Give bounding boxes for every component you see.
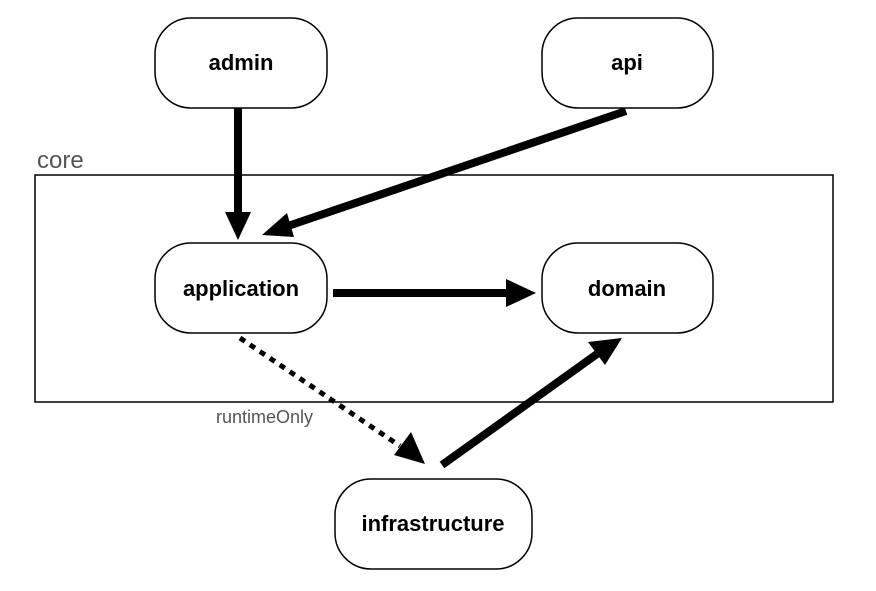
- edges: runtimeOnly: [216, 107, 628, 469]
- edge-application-to-infrastructure: runtimeOnly: [216, 335, 425, 464]
- edge-admin-to-application: [225, 108, 251, 240]
- node-application-box: [154, 242, 328, 334]
- node-infrastructure-label: infrastructure: [361, 511, 504, 536]
- edge-api-to-application: [262, 107, 628, 237]
- nodes: admin api application domain infrastruct…: [154, 17, 714, 570]
- edge-infrastructure-to-domain-line: [439, 350, 600, 469]
- node-application: application: [154, 242, 328, 334]
- node-domain-label: domain: [588, 276, 666, 301]
- node-api-label: api: [611, 50, 643, 75]
- node-admin: admin: [154, 17, 328, 109]
- node-admin-label: admin: [209, 50, 274, 75]
- edge-api-to-application-arrowhead: [262, 213, 294, 237]
- edge-admin-to-application-arrowhead: [225, 212, 251, 240]
- node-application-label: application: [183, 276, 299, 301]
- node-admin-box: [154, 17, 328, 109]
- node-domain-box: [541, 242, 714, 334]
- edge-infrastructure-to-domain-arrowhead: [588, 338, 622, 365]
- edge-application-to-infrastructure-line: [238, 335, 402, 449]
- core-group-label: core: [37, 147, 84, 174]
- edge-api-to-application-line: [286, 107, 628, 230]
- node-api-box: [541, 17, 714, 109]
- edge-application-to-infrastructure-arrowhead: [394, 432, 425, 464]
- node-infrastructure-box: [334, 478, 533, 570]
- edge-infrastructure-to-domain: [439, 338, 622, 469]
- edge-application-to-domain: [333, 279, 536, 307]
- edge-application-to-domain-arrowhead: [506, 279, 536, 307]
- node-domain: domain: [541, 242, 714, 334]
- edge-label-runtime-only: runtimeOnly: [216, 407, 313, 427]
- node-infrastructure: infrastructure: [334, 478, 533, 570]
- node-api: api: [541, 17, 714, 109]
